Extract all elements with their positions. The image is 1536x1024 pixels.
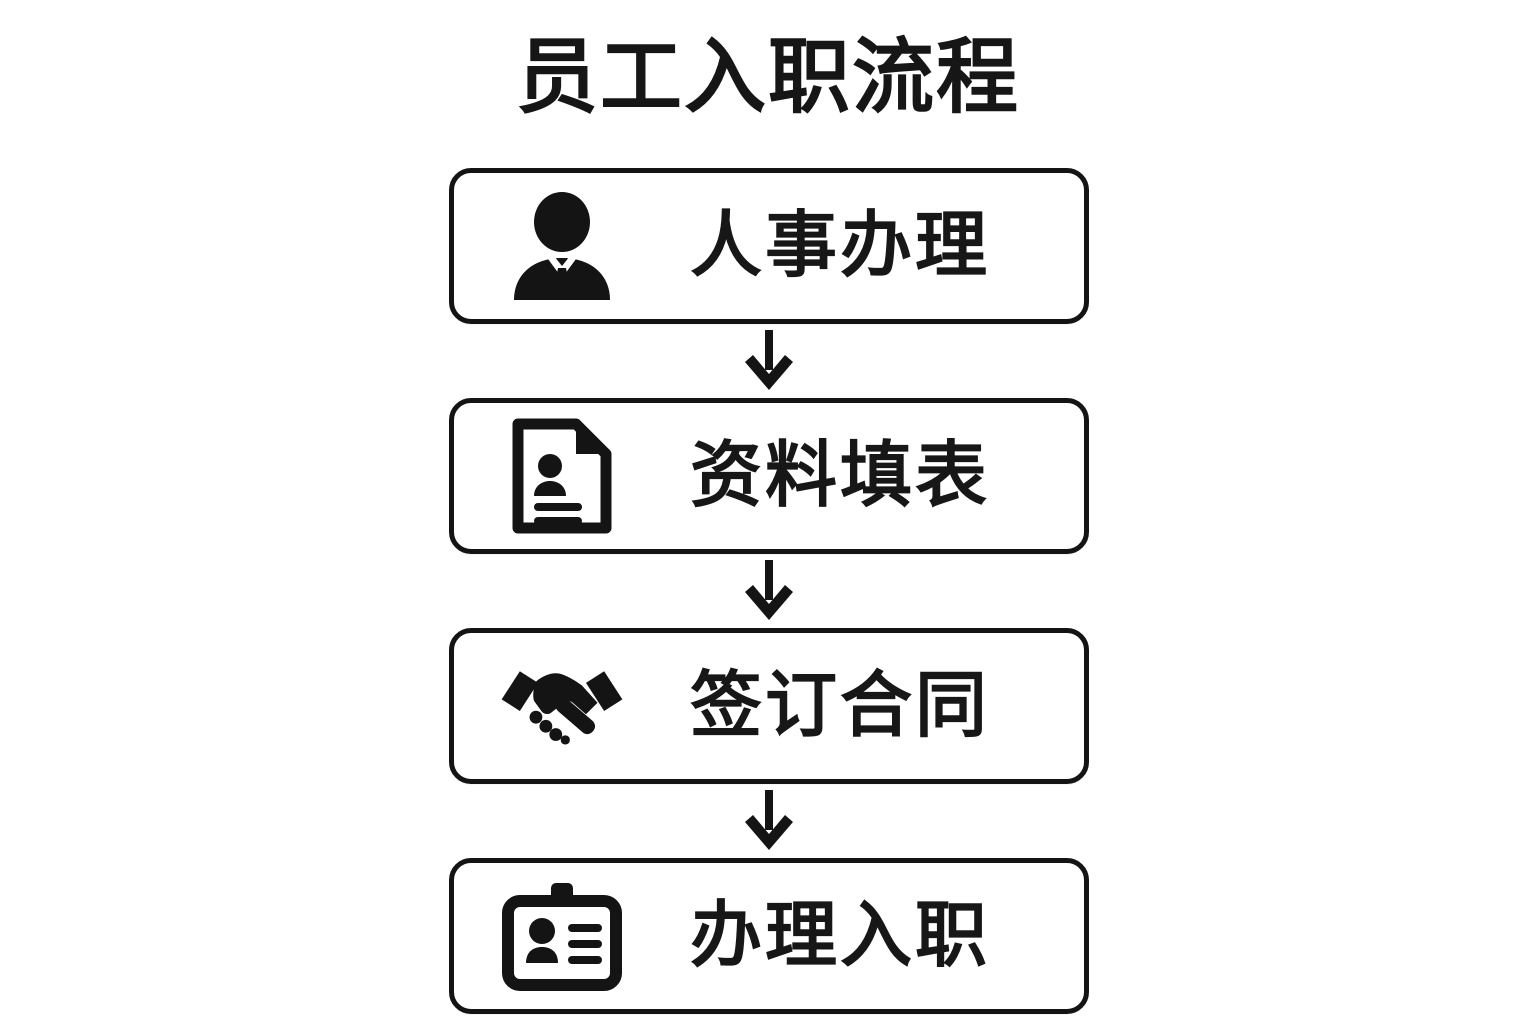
arrow-down-icon <box>742 560 796 622</box>
flow-step-2-label: 资料填表 <box>689 436 990 516</box>
flow-connector-1 <box>449 324 1089 398</box>
id-badge-icon <box>500 880 624 992</box>
flow-step-3-label: 签订合同 <box>689 666 990 746</box>
flow-steps-container: 人事办理 资料填表 <box>449 168 1089 1014</box>
flow-connector-3 <box>449 784 1089 858</box>
flow-step-3[interactable]: 签订合同 <box>449 628 1089 784</box>
flow-step-1[interactable]: 人事办理 <box>449 168 1089 324</box>
arrow-down-icon <box>742 330 796 392</box>
resume-document-icon <box>500 418 624 534</box>
businessman-icon <box>500 190 624 302</box>
flow-connector-2 <box>449 554 1089 628</box>
flow-step-4-label: 办理入职 <box>689 896 990 976</box>
handshake-icon <box>500 650 624 762</box>
flow-step-2[interactable]: 资料填表 <box>449 398 1089 554</box>
flow-step-1-label: 人事办理 <box>689 206 990 286</box>
flow-step-4[interactable]: 办理入职 <box>449 858 1089 1014</box>
arrow-down-icon <box>742 790 796 852</box>
page-title: 员工入职流程 <box>515 32 1020 123</box>
